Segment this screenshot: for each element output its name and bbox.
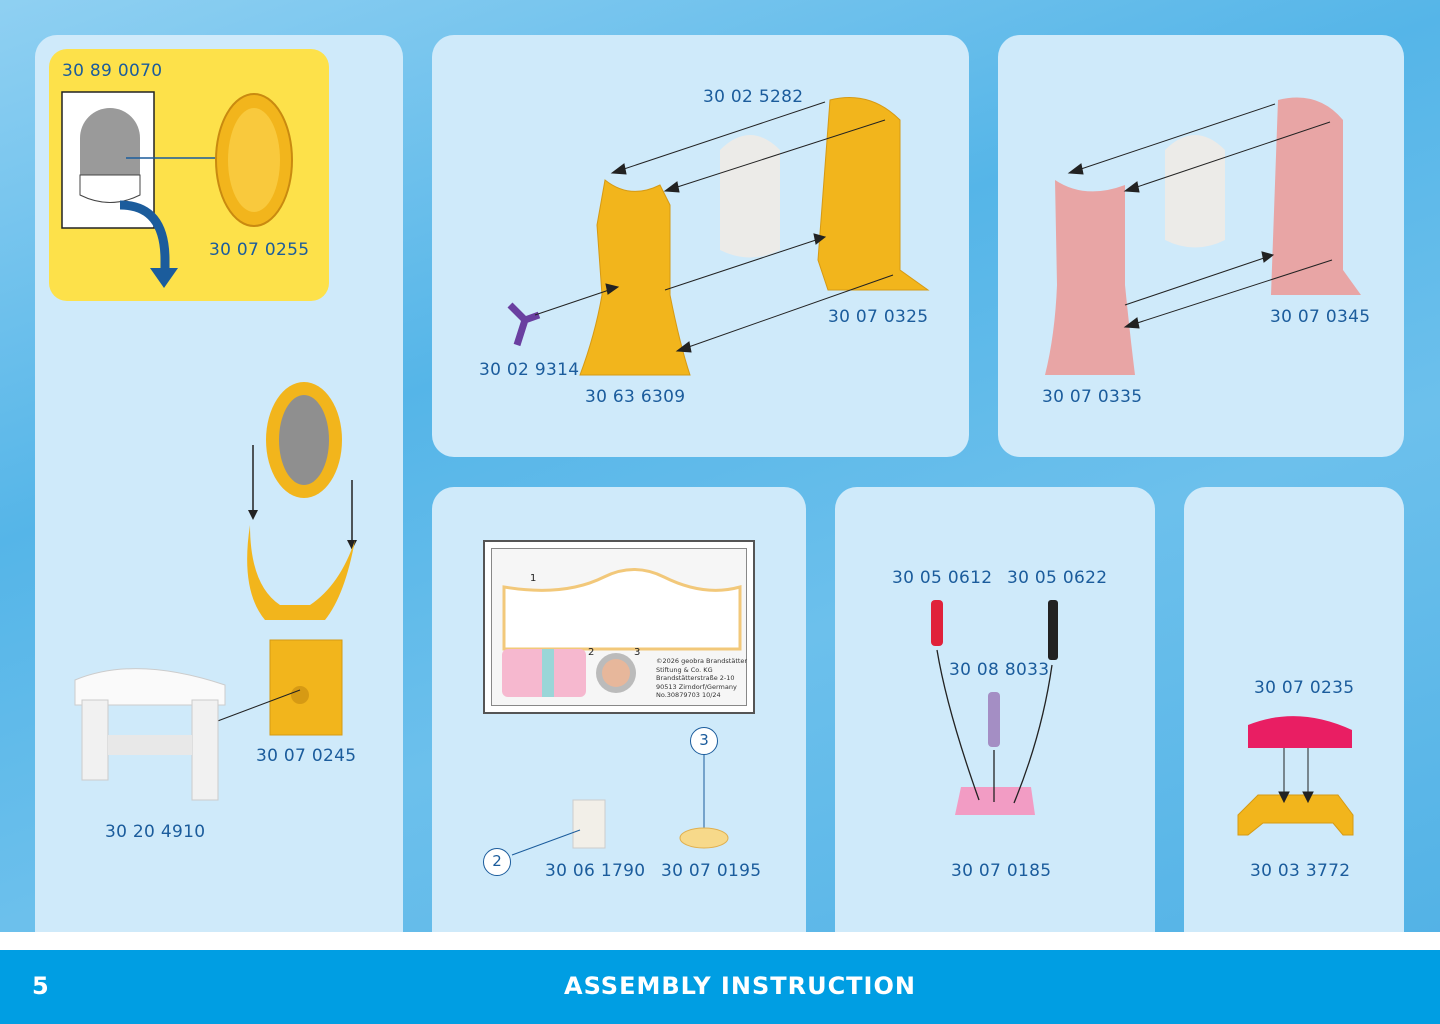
legal-line: 90513 Zirndorf/Germany bbox=[656, 682, 737, 691]
part-cushion: 30 07 0235 bbox=[1254, 678, 1355, 698]
part-mirror-stand: 30 07 0245 bbox=[256, 746, 357, 766]
sticker-label-3: 3 bbox=[634, 647, 641, 658]
set-number: 30 89 0070 bbox=[62, 61, 163, 81]
part-holder: 30 07 0185 bbox=[951, 861, 1052, 881]
panel-stool bbox=[1184, 487, 1404, 932]
legal-line: Brandstätterstraße 2-10 bbox=[656, 674, 735, 682]
part-mirror-frame: 30 07 0255 bbox=[209, 240, 310, 260]
part-brush: 30 08 8033 bbox=[949, 660, 1050, 680]
sticker-label-2: 2 bbox=[588, 647, 595, 658]
part-lipstick: 30 05 0612 bbox=[892, 568, 993, 588]
footer-divider bbox=[0, 932, 1440, 950]
sticker-legal-text: ©2026 geobra Brandstätter Stiftung & Co.… bbox=[656, 657, 756, 700]
part-base: 30 03 3772 bbox=[1250, 861, 1351, 881]
part-compact: 30 07 0195 bbox=[661, 861, 762, 881]
sticker-sheet: 1 2 3 ©2026 geobra Brandstätter Stiftung… bbox=[483, 540, 755, 714]
part-dress-back: 30 07 0325 bbox=[828, 307, 929, 327]
part-book: 30 06 1790 bbox=[545, 861, 646, 881]
sticker-1-shape bbox=[502, 568, 742, 697]
sticker-label-1: 1 bbox=[530, 573, 537, 584]
part-dress: 30 63 6309 bbox=[585, 387, 686, 407]
legal-line: ©2026 geobra Brandstätter bbox=[656, 657, 748, 665]
part-bow: 30 02 9314 bbox=[479, 360, 580, 380]
footer-title: ASSEMBLY INSTRUCTION bbox=[564, 972, 916, 1000]
footer-bar: 5 ASSEMBLY INSTRUCTION bbox=[0, 950, 1440, 1024]
part-pink-dress: 30 07 0335 bbox=[1042, 387, 1143, 407]
legal-line: No.30879703 10/24 bbox=[656, 691, 721, 699]
part-table: 30 20 4910 bbox=[105, 822, 206, 842]
part-mascara: 30 05 0622 bbox=[1007, 568, 1108, 588]
page-number: 5 bbox=[32, 972, 49, 1000]
part-dress-top: 30 02 5282 bbox=[703, 87, 804, 107]
callout-3: 3 bbox=[690, 727, 718, 755]
callout-2: 2 bbox=[483, 848, 511, 876]
part-pink-back: 30 07 0345 bbox=[1270, 307, 1371, 327]
legal-line: Stiftung & Co. KG bbox=[656, 665, 713, 674]
